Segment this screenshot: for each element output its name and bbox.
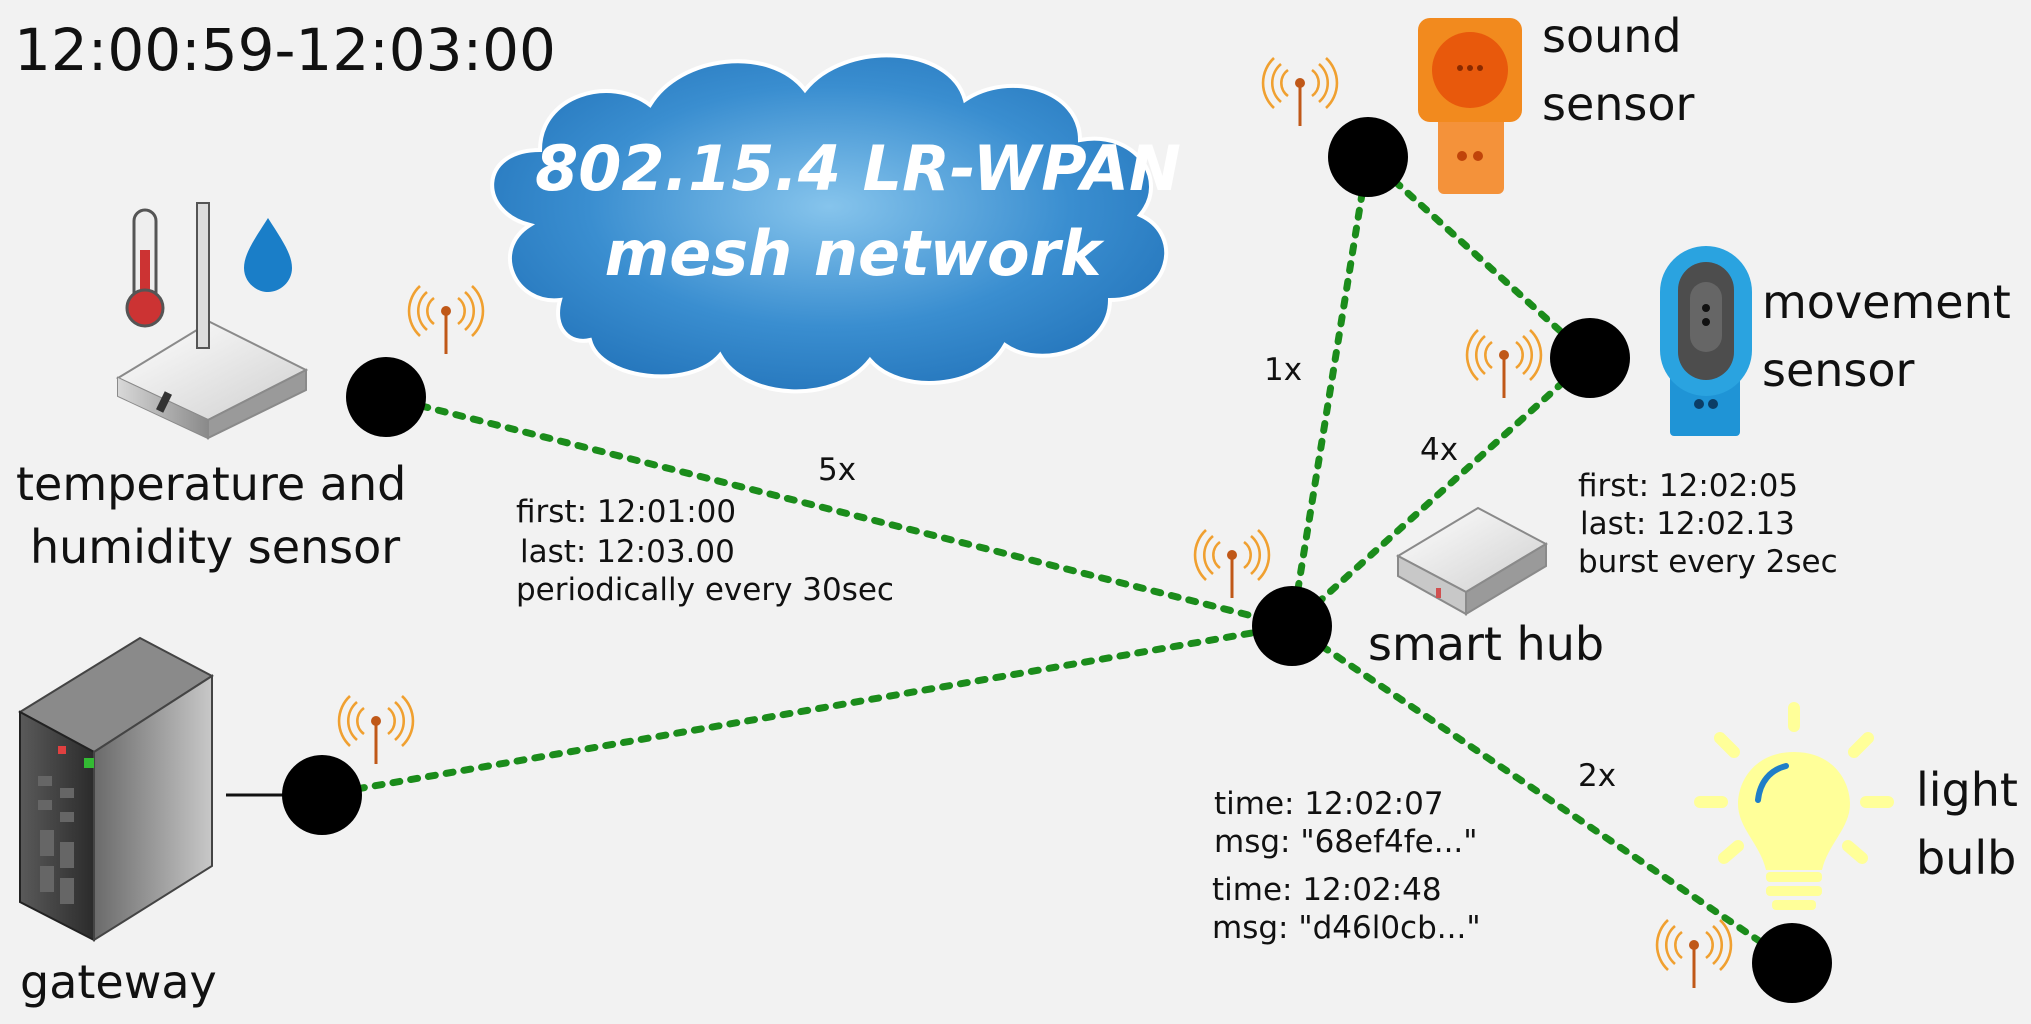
cloud-title-line2: mesh network — [605, 217, 1106, 290]
movement-info-burst: burst every 2sec — [1578, 544, 1838, 580]
node-sound — [1328, 117, 1408, 197]
link-sound-hub — [1288, 153, 1372, 630]
movement-info-first: first: 12:02:05 — [1578, 468, 1798, 504]
gateway-label: gateway — [20, 955, 217, 1009]
antenna-icon — [1193, 528, 1271, 600]
antenna-icon — [1655, 918, 1733, 990]
light-bulb-label-line2: bulb — [1916, 831, 2016, 885]
edge-count-hub-bulb: 2x — [1578, 758, 1616, 794]
antenna-icon — [1261, 56, 1339, 128]
smart-hub-icon — [1395, 506, 1549, 616]
link-movement-hub — [1288, 354, 1594, 630]
movement-sensor-icon — [1660, 246, 1752, 436]
node-movement — [1550, 318, 1630, 398]
antenna-icon — [1465, 328, 1543, 400]
edge-count-temp-hub: 5x — [818, 452, 856, 488]
light-bulb-label-line1: light — [1916, 763, 2018, 817]
link-sound-movement — [1364, 153, 1594, 362]
movement-sensor-label-line1: movement — [1762, 275, 2011, 329]
movement-sensor-label-line2: sensor — [1762, 343, 1915, 397]
mesh-links — [318, 153, 1796, 967]
link-temp-hub — [382, 393, 1296, 630]
node-hub — [1252, 586, 1332, 666]
smart-hub-label: smart hub — [1368, 617, 1604, 671]
sound-sensor-icon — [1418, 18, 1522, 194]
time-range: 12:00:59-12:03:00 — [14, 16, 556, 84]
temp-sensor-label-line1: temperature and — [16, 457, 406, 511]
node-bulb — [1752, 923, 1832, 1003]
bulb-msg-2-text: msg: "d46l0cb..." — [1212, 910, 1481, 946]
temp-info-last: last: 12:03.00 — [520, 534, 735, 570]
antenna-icon — [407, 284, 485, 356]
movement-info-last: last: 12:02.13 — [1580, 506, 1795, 542]
temp-info-period: periodically every 30sec — [516, 572, 894, 608]
sound-sensor-label-line1: sound — [1542, 9, 1682, 63]
mesh-network-cloud: 802.15.4 LR-WPAN mesh network — [490, 53, 1181, 394]
antenna-icon — [337, 694, 415, 766]
bulb-msg-2-time: time: 12:02:48 — [1212, 872, 1442, 908]
gateway-server-icon — [18, 636, 214, 942]
cloud-title-line1: 802.15.4 LR-WPAN — [535, 132, 1181, 205]
node-gateway — [282, 755, 362, 835]
bulb-msg-1-text: msg: "68ef4fe..." — [1214, 824, 1478, 860]
node-temp — [346, 357, 426, 437]
edge-count-movement-hub: 4x — [1420, 432, 1458, 468]
temp-sensor-label-line2: humidity sensor — [30, 520, 400, 574]
link-hub-bulb — [1288, 622, 1796, 967]
edge-count-sound-hub: 1x — [1264, 352, 1302, 388]
sound-sensor-label-line2: sensor — [1542, 77, 1695, 131]
temperature-humidity-sensor-icon — [115, 202, 309, 440]
light-bulb-icon — [1694, 702, 1894, 910]
bulb-msg-1-time: time: 12:02:07 — [1214, 786, 1444, 822]
link-gateway-hub — [318, 622, 1296, 799]
temp-info-first: first: 12:01:00 — [516, 494, 736, 530]
